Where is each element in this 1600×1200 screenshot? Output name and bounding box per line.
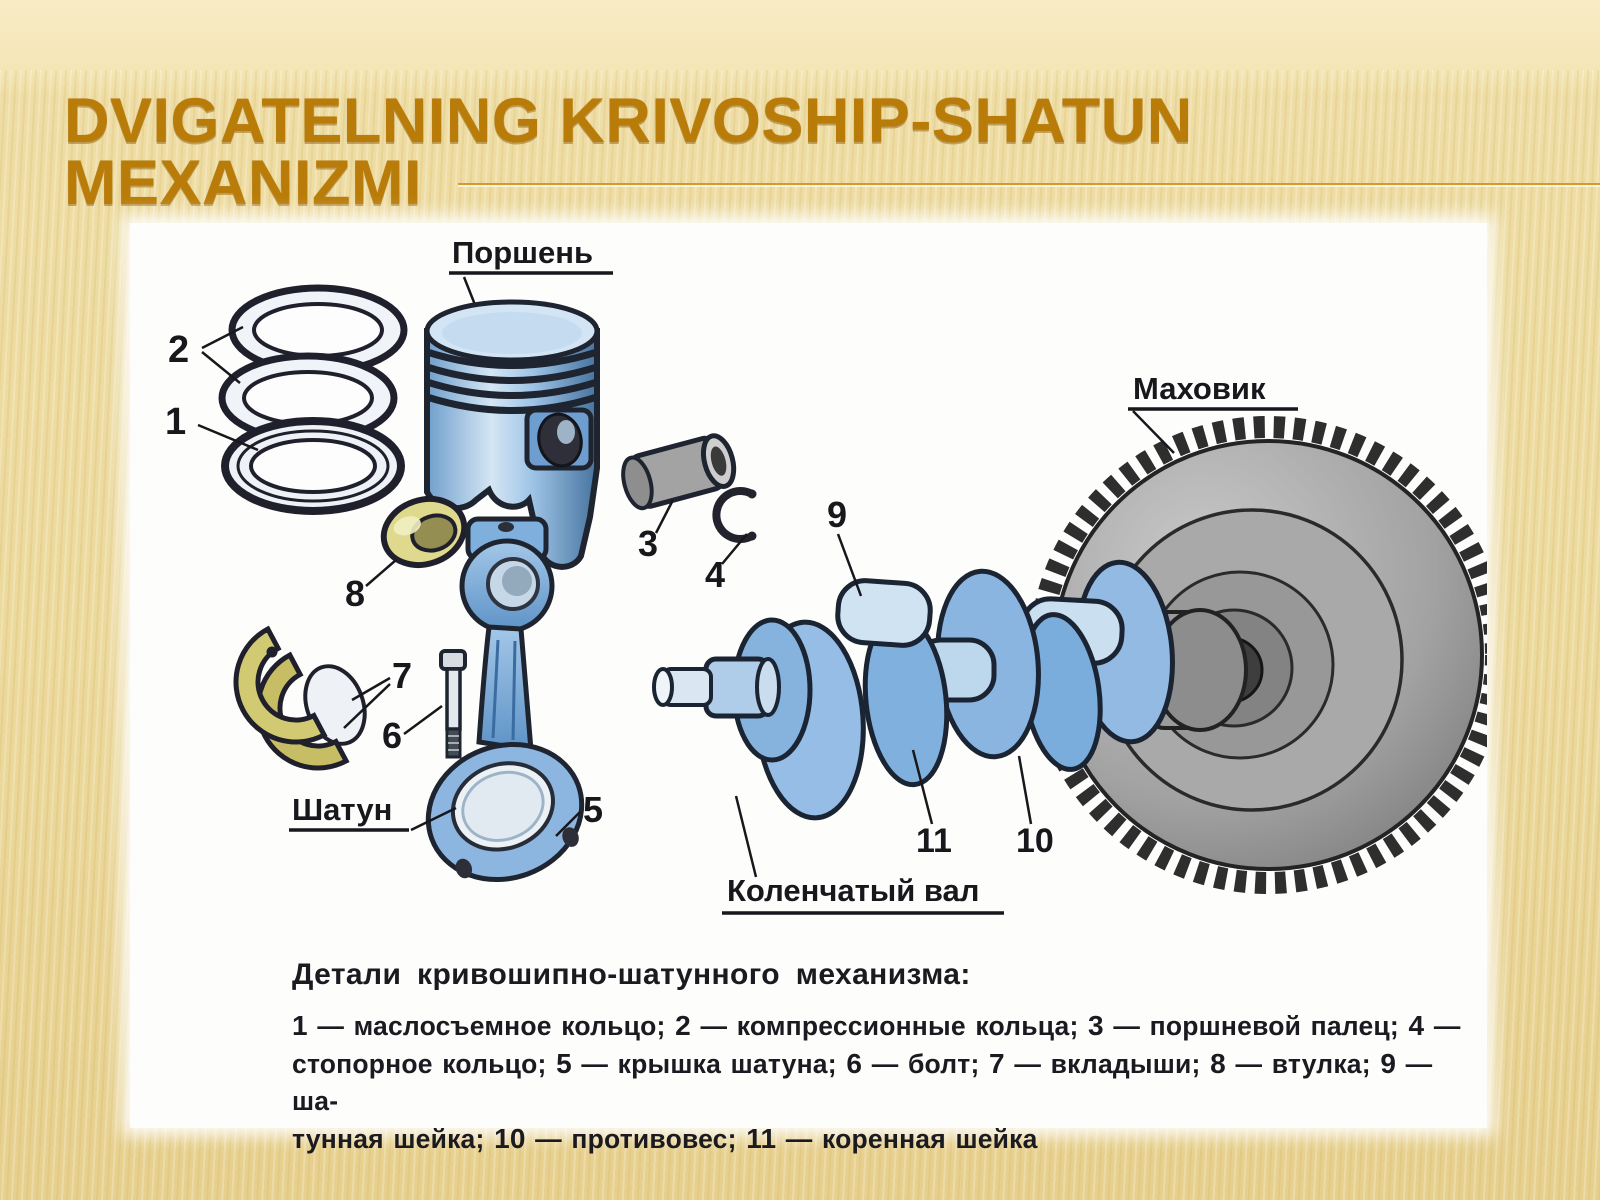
piston-groove-2 xyxy=(425,363,599,384)
number-5: 5 xyxy=(583,789,603,830)
crank-nose-face xyxy=(652,667,674,707)
caption-line: тунная шейка; 10 — противовес; 11 — коре… xyxy=(292,1123,1038,1154)
circlip-end-b xyxy=(747,531,757,541)
flywheel-label: Маховик xyxy=(1133,371,1266,406)
rod-top-hole xyxy=(498,522,514,532)
number-10-leader-line xyxy=(1017,755,1033,825)
small-end-bushing xyxy=(380,496,468,568)
cap-bolt-hole-2 xyxy=(562,827,579,847)
rod-bolt xyxy=(439,649,467,759)
compression-ring-2-inner xyxy=(242,370,374,426)
rod-ibeam-line-1 xyxy=(491,639,500,739)
number-3: 3 xyxy=(638,523,658,564)
compression-ring-1-inner xyxy=(252,302,384,358)
oil-ring-inner xyxy=(249,438,377,494)
crankshaft-leader-line xyxy=(734,795,758,878)
piston-label: Поршень xyxy=(452,235,593,270)
circlip xyxy=(712,487,757,543)
rod-leader-line xyxy=(410,806,457,832)
bolt-shank xyxy=(445,667,462,731)
rod-small-end-bore-shade xyxy=(502,566,532,596)
caption-block: Детали кривошипно-шатунного механизма: 1… xyxy=(292,958,1462,1158)
slide-title-line1: DVIGATELNING KRIVOSHIP-SHATUN xyxy=(64,86,1193,156)
caption-legend: 1 — маслосъемное кольцо; 2 — компрессион… xyxy=(292,1007,1462,1158)
number-9: 9 xyxy=(827,494,847,535)
oil-ring-mid xyxy=(236,429,390,503)
number-1-leader-line xyxy=(197,423,259,452)
rod-label: Шатун xyxy=(292,792,392,827)
number-7-leader-line-b xyxy=(343,683,391,729)
number-3-leader-line xyxy=(654,499,675,534)
crankshaft xyxy=(652,559,1248,821)
rod-shaft xyxy=(476,624,534,753)
piston-crown-shade xyxy=(442,312,582,354)
bushing-highlight xyxy=(393,516,421,536)
number-7: 7 xyxy=(392,655,412,696)
big-end-bore-inner xyxy=(461,770,545,842)
rod-big-end xyxy=(425,741,585,883)
piston-pin-bore xyxy=(710,446,727,476)
number-8-leader-line xyxy=(365,559,397,587)
number-11-leader-line xyxy=(911,749,934,825)
piston-groove-1 xyxy=(425,348,599,369)
crankpin-journal-1 xyxy=(835,578,933,648)
number-8: 8 xyxy=(345,573,365,614)
bearing-shells xyxy=(233,625,367,771)
number-10: 10 xyxy=(1016,822,1054,860)
crankshaft-label: Коленчатый вал xyxy=(727,873,979,908)
number-2-leader-line-b xyxy=(201,351,241,384)
number-2-leader-line-a xyxy=(201,325,244,350)
number-4: 4 xyxy=(705,554,725,595)
piston-groove-3 xyxy=(425,378,599,399)
number-6: 6 xyxy=(382,715,402,756)
engine-diagram: Маховик 9 11 10 Коленчатый вал xyxy=(165,235,1487,915)
number-2: 2 xyxy=(168,329,189,371)
caption-line: стопорное кольцо; 5 — крышка шатуна; 6 —… xyxy=(292,1048,1433,1116)
number-7-leader-line-a xyxy=(351,676,391,702)
number-5-leader-line xyxy=(555,811,581,837)
shell-oil-hole xyxy=(266,646,278,658)
piston-pin xyxy=(621,433,737,511)
flywheel-leader-line xyxy=(1132,410,1175,454)
number-4-leader-line xyxy=(721,533,748,565)
piston-groove-4 xyxy=(425,393,599,414)
connecting-rod xyxy=(425,516,585,883)
bushing-bore xyxy=(410,513,458,553)
circlip-end-a xyxy=(747,489,757,499)
number-11: 11 xyxy=(916,822,952,860)
crank-step-face xyxy=(755,657,781,717)
caption-line: 1 — маслосъемное кольцо; 2 — компрессион… xyxy=(292,1010,1461,1041)
bolt-head xyxy=(439,649,467,671)
piston-rings xyxy=(218,284,408,515)
cap-bolt-hole-1 xyxy=(455,858,473,879)
number-9-leader-line xyxy=(836,533,863,597)
circlip-ring xyxy=(712,487,754,543)
slide-title-line2: MEXANIZMI xyxy=(64,148,422,218)
number-6-leader-line xyxy=(403,704,443,736)
bearing-shell-upper xyxy=(233,625,328,745)
caption-heading: Детали кривошипно-шатунного механизма: xyxy=(292,958,971,991)
slide-title: DVIGATELNING KRIVOSHIP-SHATUN MEXANIZMI xyxy=(64,86,1264,218)
title-underline-rule xyxy=(458,183,1600,185)
piston-pin-left-end xyxy=(621,455,654,511)
number-1: 1 xyxy=(165,401,186,443)
piston-pin-hole-highlight xyxy=(557,420,575,444)
rod-ibeam-line-2 xyxy=(511,640,517,741)
